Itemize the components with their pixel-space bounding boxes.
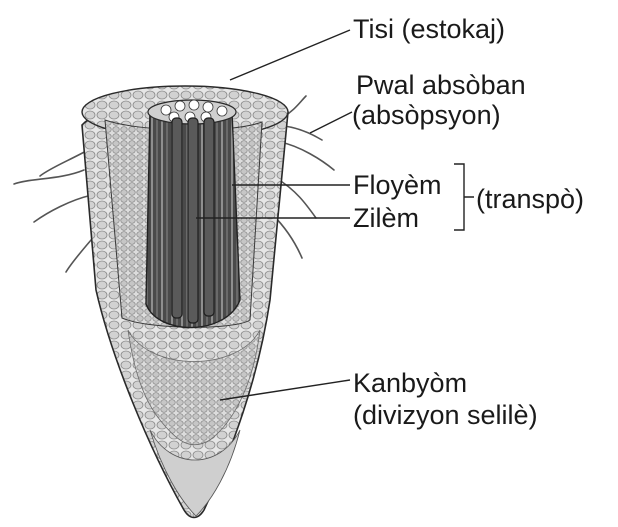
label-cambium-line1: Kanbyòm xyxy=(353,368,467,398)
root-hair xyxy=(280,142,334,170)
root-hair xyxy=(40,150,88,176)
label-root-hair-line1: Pwal absòban xyxy=(356,70,526,100)
xylem-vessels xyxy=(172,118,214,323)
label-tissue: Tisi (estokaj) xyxy=(353,14,505,44)
leader-line-root-hair xyxy=(310,112,352,133)
label-transport: (transpò) xyxy=(476,184,584,214)
root-hair xyxy=(276,178,316,218)
label-xylem: Zilèm xyxy=(353,203,419,233)
xylem-vessel xyxy=(188,118,198,323)
xylem-vessel xyxy=(172,118,182,318)
transport-bracket xyxy=(454,164,474,230)
xylem-vessel xyxy=(204,118,214,316)
root-hair xyxy=(284,126,322,140)
root-hair xyxy=(14,170,84,184)
label-phloem: Floyèm xyxy=(353,170,442,200)
leader-line-tissue xyxy=(230,30,350,80)
label-cambium-line2: (divizyon selilè) xyxy=(353,400,538,430)
root-hair xyxy=(34,195,92,222)
label-root-hair-line2: (absòpsyon) xyxy=(352,100,501,130)
